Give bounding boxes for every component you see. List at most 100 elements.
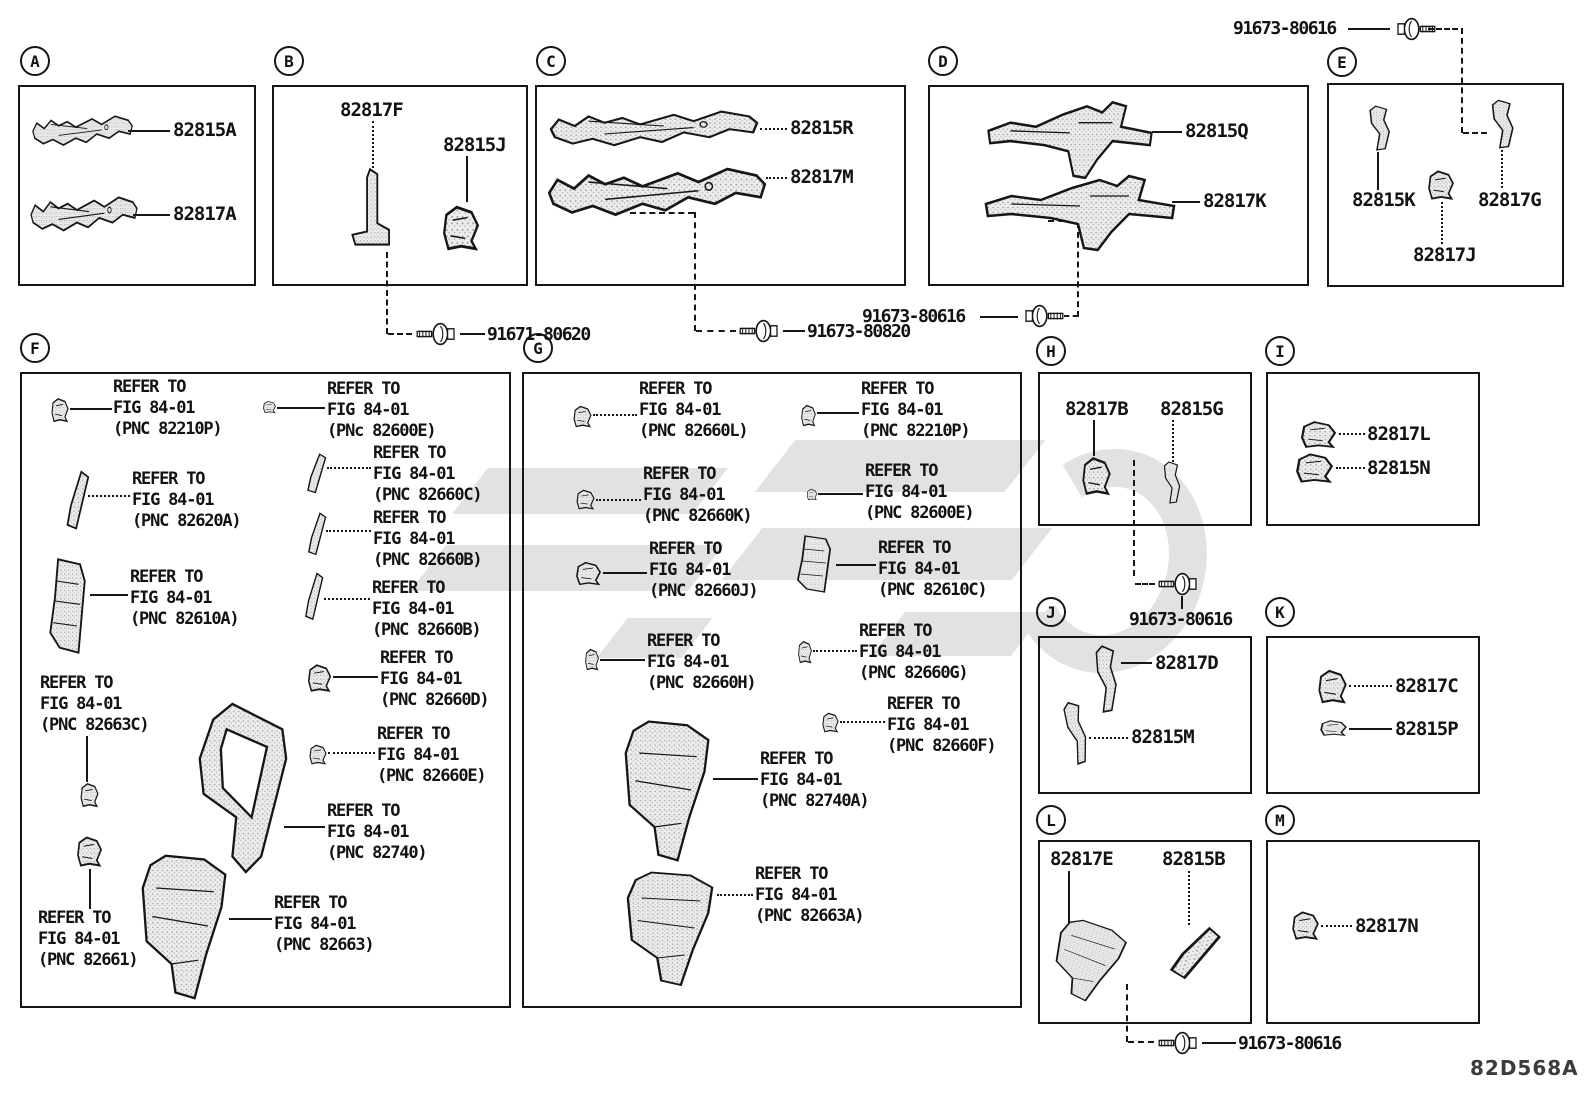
pnc-line[interactable]: (PNC 82660D) [380,690,490,710]
pnc-line[interactable]: (PNC 82660B) [373,550,483,570]
part-number-82817K[interactable]: 82817K [1203,190,1267,212]
part-82817A-drawing [28,188,140,243]
refer-line: REFER TO [113,377,186,397]
refer-block-f-82663: REFER TO FIG 84-01 (PNC 82663) [274,893,375,956]
section-label-c: C [536,46,566,76]
leader-82815N [1336,467,1365,469]
part-number-82815P[interactable]: 82815P [1395,718,1459,740]
figure-code: 82D568A [1470,1056,1579,1080]
fastener-91673-80616-l[interactable]: 91673-80616 [1238,1033,1342,1054]
fastener-91671-80620[interactable]: 91671-80620 [487,324,591,345]
dash-b-horiz [388,333,412,335]
pnc-line[interactable]: (PNC 82660K) [643,506,753,526]
part-number-82815A[interactable]: 82815A [173,119,237,141]
pnc-line[interactable]: (PNC 82660L) [639,421,749,441]
part-number-82815K[interactable]: 82815K [1352,189,1416,211]
pnc-line[interactable]: (PNC 82660F) [887,736,997,756]
pnc-line[interactable]: (PNC 82210P) [861,421,971,441]
fastener-91673-80616-h[interactable]: 91673-80616 [1129,609,1233,630]
pnc-line[interactable]: (PNC 82661) [38,950,139,970]
part-number-82817L[interactable]: 82817L [1367,423,1431,445]
section-m-box [1266,840,1480,1024]
section-g-box [522,372,1022,1008]
refer-line: REFER TO [40,673,113,693]
part-number-82817D[interactable]: 82817D [1155,652,1219,674]
part-82815P-drawing [1318,719,1349,737]
part-82817N-drawing [1290,909,1321,942]
pnc-line[interactable]: (PNC 82660E) [377,766,487,786]
fig-line: FIG 84-01 [865,482,948,502]
part-number-82815G[interactable]: 82815G [1160,398,1224,420]
pnc-line[interactable]: (PNC 82663C) [40,715,150,735]
pnc-line[interactable]: (PNC 82740A) [760,791,870,811]
part-number-82817B[interactable]: 82817B [1065,398,1129,420]
fastener-91673-80820[interactable]: 91673-80820 [807,321,911,342]
leader-82815J [466,156,468,202]
leader-g-r3 [596,499,641,501]
refer-line: REFER TO [274,893,347,913]
refer-line: REFER TO [639,379,712,399]
part-pnc82660c-drawing [305,453,327,495]
fig-line: FIG 84-01 [887,715,970,735]
refer-line: REFER TO [755,864,828,884]
fig-line: FIG 84-01 [755,885,838,905]
part-number-82817A[interactable]: 82817A [173,203,237,225]
leader-f-r12 [89,869,91,909]
part-pnc82660l-drawing [572,404,593,429]
pnc-line[interactable]: (PNC 82610C) [878,580,988,600]
part-number-82815R[interactable]: 82815R [790,117,854,139]
pnc-line[interactable]: (PNC 82660H) [647,673,757,693]
refer-line: REFER TO [887,694,960,714]
part-number-82817M[interactable]: 82817M [790,166,854,188]
pnc-line[interactable]: (PNC 82210P) [113,419,223,439]
part-number-82815Q[interactable]: 82815Q [1185,120,1249,142]
leader-82817N [1321,925,1352,927]
leader-g-r4 [818,493,863,495]
part-number-82817C[interactable]: 82817C [1395,675,1459,697]
pnc-line[interactable]: (PNC 82660B) [372,620,482,640]
refer-block-f-82660c: REFER TO FIG 84-01 (PNC 82660C) [373,443,483,506]
pnc-line[interactable]: (PNC 82663A) [755,906,865,926]
part-number-82817G[interactable]: 82817G [1478,189,1542,211]
part-number-82817F[interactable]: 82817F [340,99,404,121]
leader-82817L [1339,433,1365,435]
pnc-line[interactable]: (PNC 82660G) [859,663,969,683]
fig-line: FIG 84-01 [40,694,123,714]
fig-line: FIG 84-01 [760,770,843,790]
part-number-82815M[interactable]: 82815M [1131,726,1195,748]
leader-g-r6 [836,564,876,566]
refer-line: REFER TO [372,578,445,598]
section-h-box [1038,372,1252,526]
section-c-box [535,85,906,286]
part-number-82815B[interactable]: 82815B [1162,848,1226,870]
part-number-82815J[interactable]: 82815J [443,134,507,156]
pnc-line[interactable]: (PNC 82660C) [373,485,483,505]
fastener-91673-80616-top[interactable]: 91673-80616 [1233,18,1337,39]
part-number-82817E[interactable]: 82817E [1050,848,1114,870]
fig-line: FIG 84-01 [380,669,463,689]
dash-l-vert [1126,984,1128,1042]
refer-line: REFER TO [130,567,203,587]
pnc-line[interactable]: (PNC 82610A) [130,609,240,629]
leader-82817C [1349,685,1392,687]
leader-g-r11 [717,894,753,896]
part-82817B-drawing [1080,454,1113,498]
pnc-line[interactable]: (PNC 82660J) [649,581,759,601]
part-82815A-drawing [30,108,135,156]
pnc-line[interactable]: (PNC 82663) [274,935,375,955]
pnc-line[interactable]: (PNC 82620A) [132,511,242,531]
leader-82817B [1093,420,1095,456]
fastener-91673-80616-mid[interactable]: 91673-80616 [862,306,966,327]
dash-e-horiz2 [1463,132,1487,134]
pnc-line[interactable]: (PNC 82740) [327,843,428,863]
refer-line: REFER TO [380,648,453,668]
pnc-line[interactable]: (PNC 82600E) [865,503,975,523]
dash-e-horiz1 [1428,28,1458,30]
part-number-82817J[interactable]: 82817J [1413,244,1477,266]
part-number-82815N[interactable]: 82815N [1367,457,1431,479]
refer-block-g-82660f: REFER TO FIG 84-01 (PNC 82660F) [887,694,997,757]
part-number-82817N[interactable]: 82817N [1355,915,1419,937]
pnc-line[interactable]: (PNc 82600E) [327,421,437,441]
screw-91673-80820-icon [737,318,785,344]
dash-h-horiz [1135,583,1155,585]
